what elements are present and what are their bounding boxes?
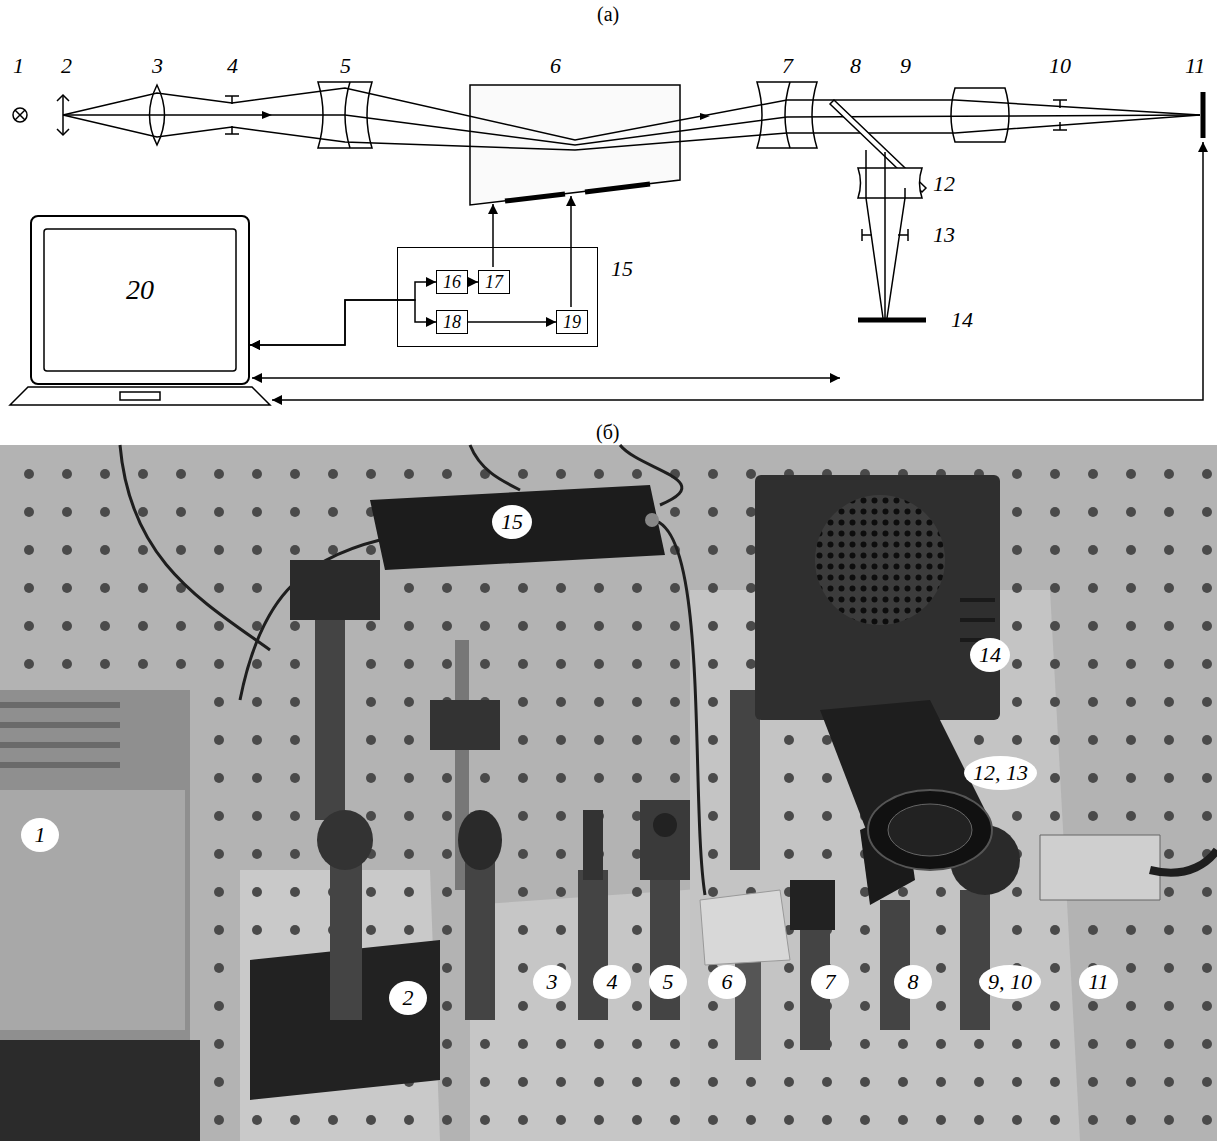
callout-number: 15 [501, 511, 523, 533]
signal-arrow [468, 281, 478, 283]
block-box: 18 [436, 310, 468, 334]
callout-number: 7 [782, 55, 793, 77]
laptop-computer: 20 [30, 215, 250, 385]
callout-bubble: 4 [593, 965, 631, 999]
callout-number: 5 [663, 971, 674, 993]
block-number: 18 [443, 313, 461, 331]
callout-number: 6 [722, 971, 733, 993]
callout-number: 4 [607, 971, 618, 993]
callout-bubble: 9, 10 [979, 965, 1041, 999]
callout-bubble: 3 [533, 965, 571, 999]
callout-number: 3 [152, 55, 163, 77]
block-number: 19 [563, 313, 581, 331]
callout-number: 14 [979, 644, 1001, 666]
callout-bubble: 5 [649, 965, 687, 999]
callout-number: 10 [1049, 55, 1071, 77]
callout-number: 14 [951, 309, 973, 331]
signal-arrow [250, 300, 436, 345]
panel-label: (б) [596, 422, 620, 442]
callout-number: 2 [61, 55, 72, 77]
setup-photo [0, 445, 1217, 1141]
block-box: 17 [478, 270, 510, 294]
callout-number: 5 [340, 55, 351, 77]
callout-bubble: 6 [708, 965, 746, 999]
callout-bubble: 1 [21, 818, 59, 852]
callout-number: 1 [13, 55, 24, 77]
callout-number: 7 [825, 971, 836, 993]
callout-bubble: 14 [970, 638, 1010, 672]
block-box: 19 [556, 310, 588, 334]
callout-number: 12 [933, 173, 955, 195]
callout-bubble: 15 [492, 505, 532, 539]
callout-number: 13 [933, 224, 955, 246]
callout-number: 9 [900, 55, 911, 77]
callout-number: 3 [547, 971, 558, 993]
signal-arrow [468, 321, 556, 323]
signal-arrow [250, 282, 436, 345]
block-number: 15 [611, 258, 633, 280]
callout-bubble: 2 [389, 981, 427, 1015]
callout-bubble: 12, 13 [964, 756, 1037, 790]
callout-number: 2 [403, 987, 414, 1009]
callout-number: 4 [227, 55, 238, 77]
callout-number: 12, 13 [973, 762, 1028, 784]
block-number: 20 [126, 276, 154, 304]
callout-bubble: 7 [811, 965, 849, 999]
block-number: 16 [443, 273, 461, 291]
block-number: 17 [485, 273, 503, 291]
callout-number: 1 [35, 824, 46, 846]
callout-bubble: 8 [894, 965, 932, 999]
block-box: 16 [436, 270, 468, 294]
callout-number: 11 [1185, 55, 1205, 77]
panel-label: (а) [597, 4, 619, 24]
callout-number: 8 [908, 971, 919, 993]
callout-number: 9, 10 [988, 971, 1032, 993]
optical-scheme [10, 82, 1203, 405]
callout-bubble: 11 [1079, 965, 1118, 999]
callout-number: 6 [550, 55, 561, 77]
callout-number: 8 [850, 55, 861, 77]
control-unit: 1516171819 [397, 247, 598, 347]
callout-number: 11 [1088, 971, 1108, 993]
